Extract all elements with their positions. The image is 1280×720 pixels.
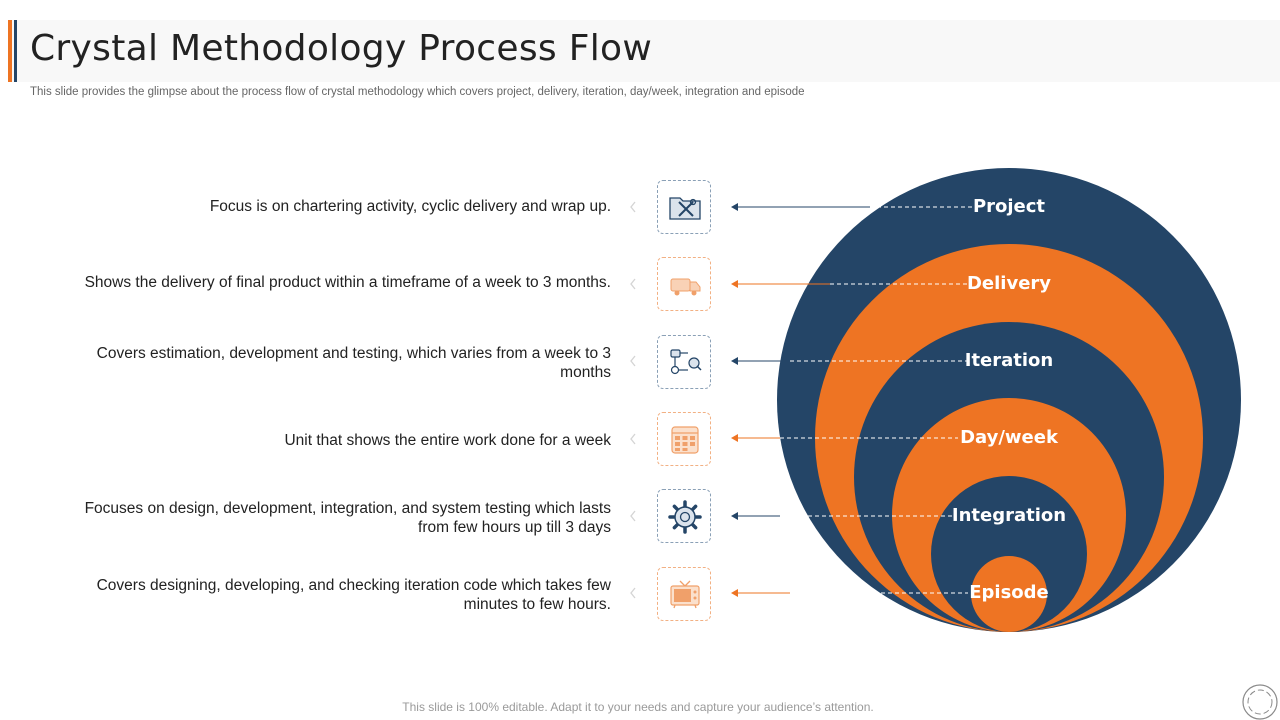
label-episode: Episode	[969, 582, 1049, 603]
icon-box-delivery	[657, 257, 711, 311]
gear-icon	[668, 500, 702, 534]
delivery-truck-icon	[670, 278, 701, 296]
icon-box-day-week	[657, 412, 711, 466]
page-subtitle: This slide provides the glimpse about th…	[30, 86, 805, 98]
process-flow-icon	[670, 349, 702, 375]
description-integration: Focuses on design, development, integrat…	[84, 500, 611, 536]
connector-delivery	[731, 280, 968, 288]
title-bar	[8, 20, 1280, 82]
footer-note: This slide is 100% editable. Adapt it to…	[402, 700, 874, 714]
icon-box-integration	[657, 489, 711, 543]
icon-box-iteration	[657, 335, 711, 389]
label-project: Project	[972, 196, 1046, 217]
label-iteration: Iteration	[964, 350, 1054, 371]
chevron-left-icon	[630, 510, 636, 522]
label-delivery: Delivery	[966, 273, 1052, 294]
label-integration: Integration	[951, 505, 1067, 526]
circular-logo-icon	[1242, 684, 1278, 720]
connector-day-week	[731, 434, 958, 442]
circle-episode	[971, 556, 1047, 632]
tv-icon	[670, 580, 700, 609]
icon-box-episode	[657, 567, 711, 621]
label-day-week: Day/week	[960, 427, 1058, 448]
description-delivery: Shows the delivery of final product with…	[84, 274, 611, 291]
chevron-left-icon	[630, 278, 636, 290]
circle-integration	[931, 476, 1087, 632]
chevron-left-icon	[630, 587, 636, 599]
connector-iteration	[731, 357, 968, 365]
description-day-week: Unit that shows the entire work done for…	[284, 432, 611, 449]
chevron-left-icon	[630, 201, 636, 213]
connector-integration	[731, 512, 955, 520]
folder-tools-icon	[669, 197, 701, 220]
description-episode: Covers designing, developing, and checki…	[96, 577, 611, 613]
chevron-left-icon	[630, 433, 636, 445]
connector-project	[731, 203, 972, 211]
chevron-left-icon	[630, 355, 636, 367]
calendar-icon	[671, 426, 699, 454]
icon-box-project	[657, 180, 711, 234]
description-project: Focus is on chartering activity, cyclic …	[209, 198, 611, 215]
title-accent-orange	[8, 20, 12, 82]
page-title: Crystal Methodology Process Flow	[30, 28, 653, 69]
connector-episode	[731, 589, 968, 597]
description-iteration: Covers estimation, development and testi…	[96, 345, 611, 381]
title-accent-navy	[14, 20, 17, 82]
